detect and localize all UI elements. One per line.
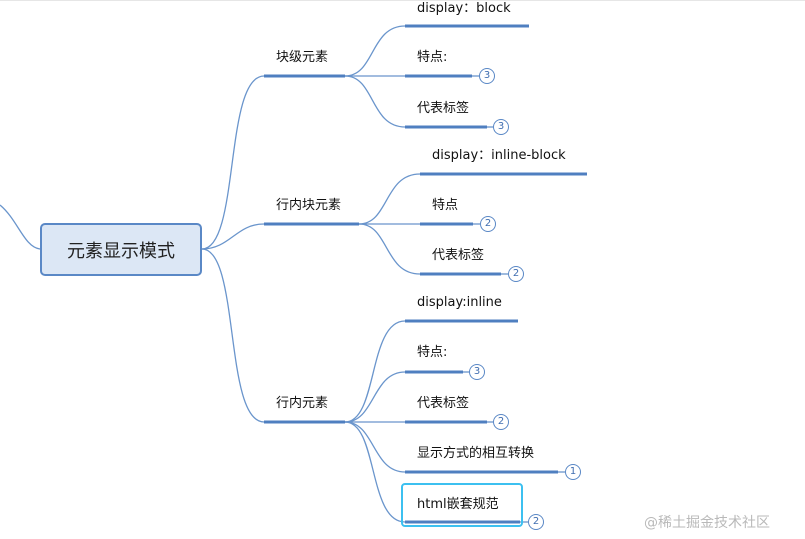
topic-block-elements[interactable]: 块级元素 [276,50,329,65]
subtopic-inline-block-display[interactable]: display：inline-block [432,148,566,163]
subtopic-inline-features[interactable]: 特点: [417,345,448,360]
connector-b3-c4 [344,421,406,473]
subtopic-block-features[interactable]: 特点: [417,50,448,65]
connector-root-branch-1 [201,75,265,250]
collapse-badge-block-tags[interactable]: 3 [493,119,509,135]
collapse-badge-block-features[interactable]: 3 [479,68,495,84]
selection-frame [401,483,523,527]
connector-b1-c3 [344,75,406,128]
subtopic-block-display[interactable]: display：block [417,1,511,16]
connector-b3-c1 [344,320,406,423]
connector-b3-c2 [344,371,406,423]
collapse-badge-inline-block-tags[interactable]: 2 [508,266,524,282]
watermark-text: @稀土掘金技术社区 [644,515,770,531]
connector-root-branch-3 [201,248,265,423]
collapse-badge-display-conversion[interactable]: 1 [565,464,581,480]
connector-root-branch-2 [201,223,265,250]
collapse-badge-inline-block-features[interactable]: 2 [480,216,496,232]
connector-b1-c1 [344,25,406,77]
subtopic-html-nesting-rules[interactable]: html嵌套规范 [417,497,499,512]
topic-inline-elements[interactable]: 行内元素 [276,396,329,411]
subtopic-inline-block-tags[interactable]: 代表标签 [432,248,485,263]
subtopic-inline-display[interactable]: display:inline [417,295,502,310]
collapse-badge-inline-tags[interactable]: 2 [493,414,509,430]
collapse-badge-inline-features[interactable]: 3 [469,364,485,380]
connector-root-incoming [0,204,41,250]
subtopic-display-conversion[interactable]: 显示方式的相互转换 [417,446,535,461]
subtopic-inline-tags[interactable]: 代表标签 [417,396,470,411]
connector-b2-c1 [358,173,421,225]
collapse-badge-html-nesting[interactable]: 2 [528,514,544,530]
subtopic-block-tags[interactable]: 代表标签 [417,101,470,116]
root-topic[interactable]: 元素显示模式 [40,223,202,276]
connector-b3-c5 [344,421,406,523]
connector-b2-c3 [358,223,421,275]
top-divider [0,0,805,1]
subtopic-inline-block-features[interactable]: 特点 [432,198,459,213]
topic-inline-block-elements[interactable]: 行内块元素 [276,198,342,213]
